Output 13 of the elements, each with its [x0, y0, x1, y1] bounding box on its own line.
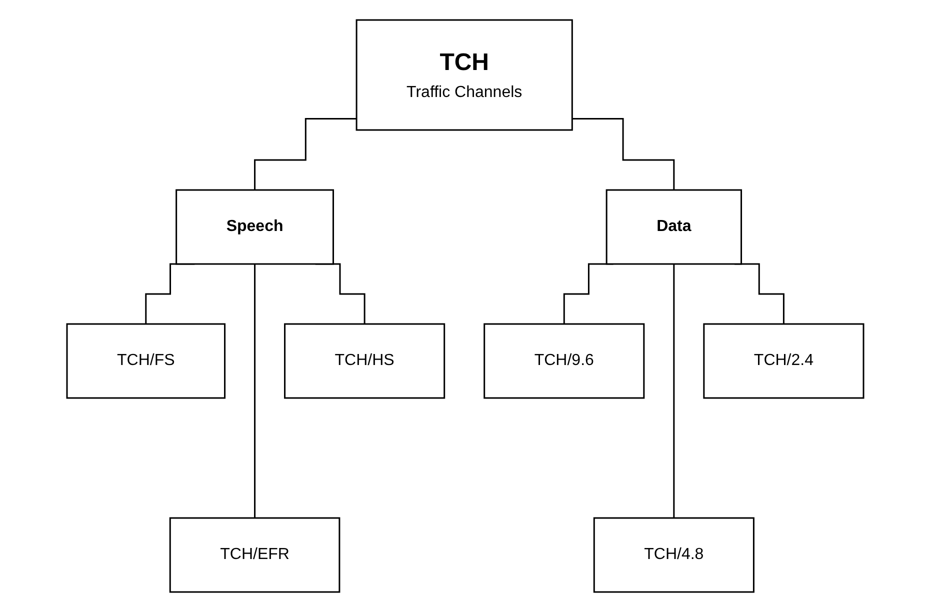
connector	[572, 117, 674, 190]
connector	[254, 117, 356, 190]
node-box: TCH/HS	[284, 322, 445, 398]
node-box: Speech	[175, 188, 334, 264]
connector	[254, 262, 256, 518]
node-box: TCH/2.4	[702, 322, 864, 398]
node-box: Data	[606, 188, 742, 264]
node-box: TCH Traffic Channels	[356, 18, 573, 130]
node-box: TCH/9.6	[483, 322, 644, 398]
node-box: TCH/4.8	[593, 516, 754, 592]
node-box: TCH/EFR	[169, 516, 340, 592]
connector	[672, 262, 674, 518]
node-box: TCH/FS	[66, 322, 226, 398]
